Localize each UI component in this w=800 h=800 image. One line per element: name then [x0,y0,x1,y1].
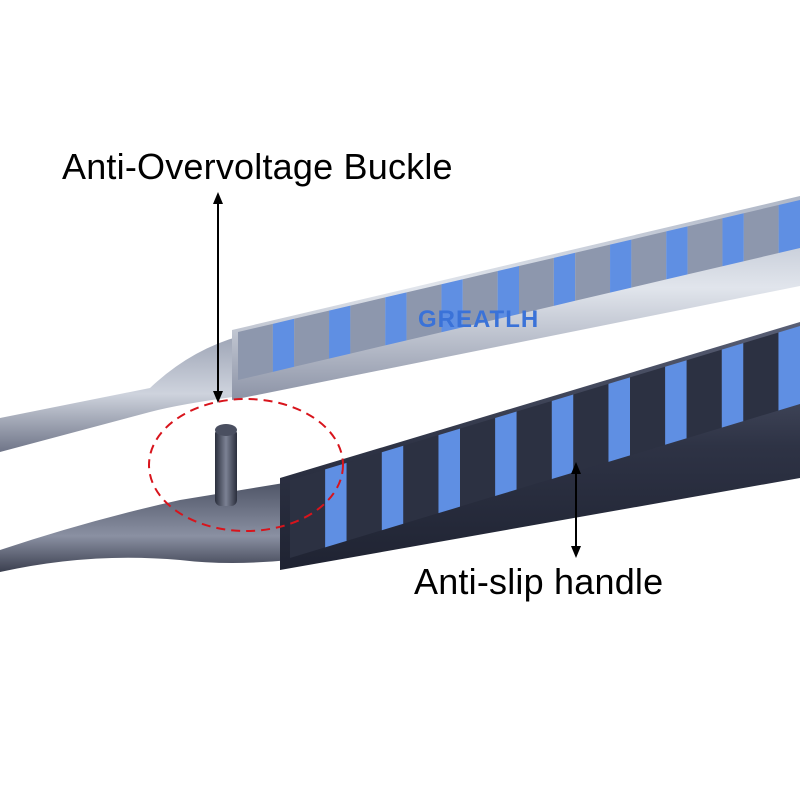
lower-grip-groove [325,462,347,548]
upper-grip-groove [778,200,800,254]
lower-grip-ridge [686,349,722,439]
upper-grip-ridge [462,271,498,328]
upper-grip-ridge [743,205,779,262]
lower-grip-ridge [403,435,439,524]
upper-grip-groove [610,239,632,293]
upper-grip-ridge [350,297,386,354]
upper-grip-groove [272,318,295,372]
lower-grip-ridge [573,383,609,473]
lower-arm-grip-ridges [290,326,800,558]
lower-forceps-arm [0,322,800,572]
upper-grip-ridge [687,218,723,275]
upper-grip-ridge [238,323,273,380]
lower-grip-groove [551,394,574,479]
lower-grip-ridge [346,452,382,541]
brand-watermark: GREATLH [418,306,540,333]
lower-grip-ridge [516,400,552,490]
lower-grip-ridge [743,332,779,422]
buckle-pin [215,424,237,506]
lower-grip-groove [778,326,800,411]
upper-grip-groove [497,266,519,320]
upper-grip-groove [441,279,463,333]
top-callout-arrow [213,192,223,403]
lower-grip-ridge [290,469,326,558]
upper-arm-grip-ridges [238,200,800,380]
upper-grip-ridge [406,284,442,341]
lower-grip-groove [495,411,517,497]
upper-arm-tip [0,336,240,452]
lower-grip-groove [438,428,460,514]
anti-slip-handle-label: Anti-slip handle [414,561,664,602]
upper-grip-groove [553,252,576,306]
upper-grip-groove [385,292,407,346]
bottom-callout-arrow [571,462,581,558]
buckle-highlight-circle [148,398,344,532]
lower-grip-groove [721,343,744,428]
upper-grip-ridge [631,231,667,288]
upper-forceps-arm [0,196,800,452]
upper-grip-groove [666,226,688,280]
upper-grip-ridge [519,257,554,314]
upper-grip-ridge [575,244,611,301]
lower-arm-tip [0,482,290,572]
upper-grip-ridge [294,310,330,367]
upper-grip-groove [329,305,351,359]
lower-grip-ridge [630,366,666,456]
lower-grip-groove [381,445,404,531]
lower-grip-ridge [460,418,496,507]
upper-grip-groove [722,213,744,267]
anti-overvoltage-buckle-label: Anti-Overvoltage Buckle [62,146,453,187]
lower-grip-groove [665,360,687,445]
lower-grip-groove [608,377,630,462]
